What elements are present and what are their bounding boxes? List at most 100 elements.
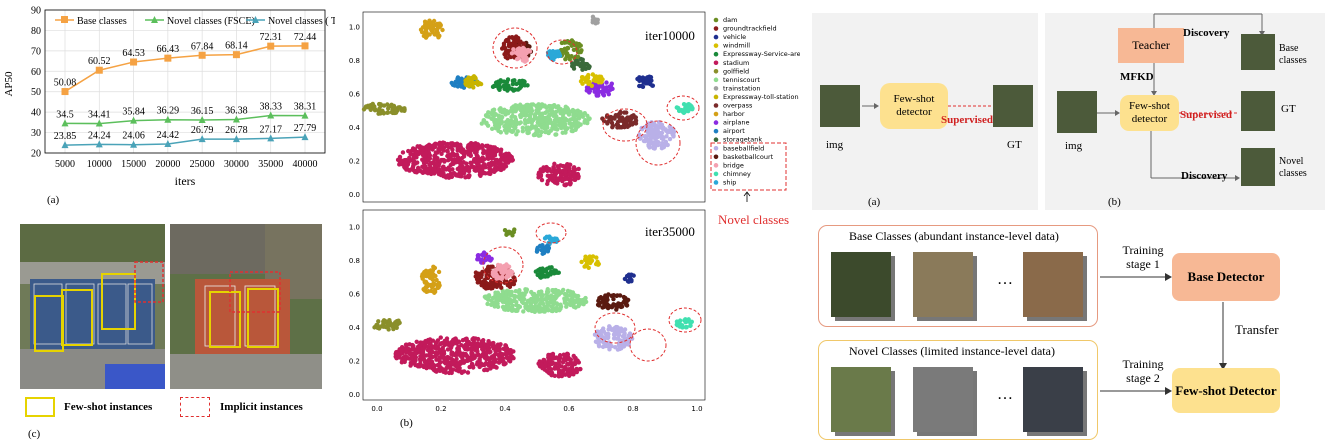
tsne-point (567, 172, 572, 177)
tsne-point (565, 352, 570, 357)
tsne-point (463, 175, 468, 180)
tsne-point (469, 350, 474, 355)
tsne-point (514, 34, 519, 39)
tsne-point (538, 307, 543, 312)
tsne-point (594, 255, 599, 260)
tsne-point (428, 20, 433, 26)
tsne-x-tick: 0.2 (435, 405, 446, 413)
tsne-point (376, 319, 381, 324)
tsne-point (431, 18, 437, 24)
tsne-y-tick: 1.0 (349, 24, 360, 32)
tsne-point (419, 29, 425, 35)
legend-implicit-swatch (180, 397, 210, 417)
tsne-point (568, 289, 573, 294)
tsne-point (412, 351, 418, 357)
tsne-point (609, 120, 615, 126)
tsne-point (576, 166, 581, 172)
tsne-point (658, 123, 663, 128)
tsne-point (686, 101, 691, 107)
base-classes-label: Base classes (1279, 43, 1307, 66)
tsne-point (423, 338, 428, 344)
tsne-point (474, 146, 479, 152)
tsne-point (573, 358, 578, 363)
tsne-point (454, 352, 460, 357)
tsne-point (407, 155, 412, 161)
tsne-point (576, 121, 581, 126)
tsne-point (498, 158, 503, 164)
tsne-point (511, 298, 517, 304)
tsne-point (624, 299, 630, 304)
tsne-point (493, 157, 498, 163)
data-label: 24.06 (122, 131, 145, 142)
novel-classes-caption: Novel classes (718, 212, 789, 227)
tsne-point (447, 167, 452, 173)
tsne-point (642, 138, 648, 144)
tsne-point (439, 151, 444, 157)
tsne-point (640, 75, 646, 81)
tsne-point (404, 342, 409, 348)
tsne-point (544, 234, 549, 239)
tsne-point (420, 363, 426, 369)
tsne-point (545, 181, 550, 187)
tsne-legend-label: basketballcourt (723, 153, 774, 161)
tsne-point (618, 109, 623, 115)
data-point (164, 115, 172, 123)
tsne-point (565, 126, 570, 131)
tsne-point (431, 166, 437, 171)
novel-highlight-ellipse (546, 39, 578, 65)
tsne-point (472, 150, 478, 155)
legend-fewshot-label: Few-shot instances (64, 401, 153, 413)
tsne-point (497, 297, 502, 303)
tsne-point (600, 334, 605, 340)
tsne-point (688, 323, 693, 329)
novel-highlight-ellipse (482, 246, 524, 284)
tsne-point (518, 52, 523, 57)
tsne-point (577, 302, 582, 307)
tsne-point (482, 162, 487, 167)
tsne-point (542, 304, 548, 310)
tsne-point (531, 132, 537, 138)
tsne-point (474, 353, 479, 358)
data-point (267, 111, 275, 119)
novel-highlight-ellipse (492, 27, 538, 69)
tsne-point (402, 356, 407, 362)
tsne-point (583, 299, 589, 305)
tennis-photo-left (20, 224, 165, 389)
tsne-point (463, 337, 468, 342)
tsne-point (650, 123, 655, 128)
panel-label-b-diagram: (b) (1108, 196, 1121, 208)
data-label: 38.33 (259, 102, 282, 113)
tsne-point (376, 111, 381, 116)
novel-ellipsis: … (997, 386, 1013, 403)
tsne-point (555, 181, 560, 186)
tsne-point (466, 174, 472, 179)
tsne-point (387, 317, 392, 323)
tsne-point (430, 338, 436, 343)
tsne-point (488, 264, 493, 269)
tsne-y-tick: 0.2 (349, 158, 360, 166)
data-label: 36.29 (157, 106, 180, 117)
tsne-point (579, 259, 584, 265)
tsne-point (680, 323, 685, 328)
tsne-legend-marker (713, 154, 719, 160)
data-point (61, 88, 69, 96)
tsne-point (504, 232, 509, 237)
tsne-point (546, 300, 552, 305)
tsne-point (486, 170, 491, 176)
transfer-label: Transfer (1235, 322, 1279, 337)
tsne-point (491, 359, 496, 364)
data-point (95, 140, 103, 148)
tsne-point (498, 130, 504, 135)
tsne-legend-marker (713, 180, 719, 185)
tsne-point (461, 154, 467, 159)
tsne-point (579, 48, 584, 53)
tsne-point (500, 274, 505, 279)
tsne-point (539, 129, 544, 135)
data-point (164, 54, 172, 62)
tsne-point (386, 322, 391, 328)
tsne-point (483, 294, 489, 299)
tsne-point (480, 340, 486, 345)
tsne-legend-label: ship (723, 178, 736, 186)
tsne-legend-marker (713, 51, 719, 57)
